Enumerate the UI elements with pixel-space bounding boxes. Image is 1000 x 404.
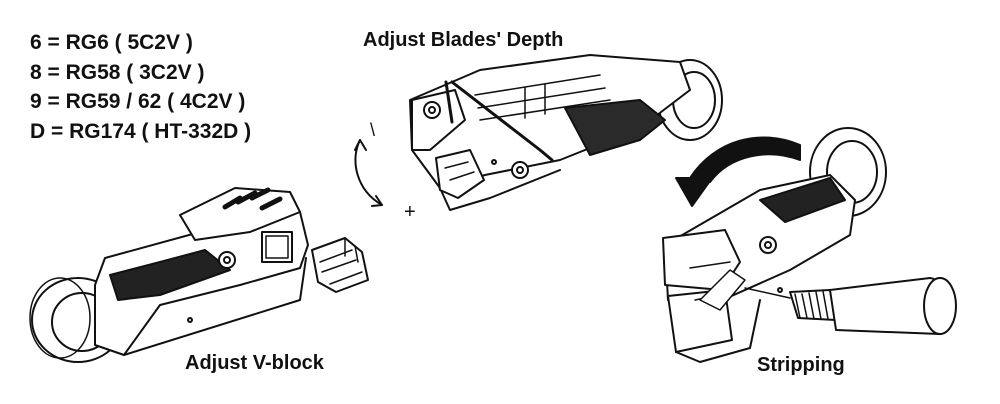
blade-depth-tool (354, 54, 723, 211)
legend-line-8: 8 = RG58 ( 3C2V ) (30, 60, 205, 84)
legend-line-6: 6 = RG6 ( 5C2V ) (30, 31, 193, 54)
caption-adjust-blades-depth: Adjust Blades' Depth (363, 29, 564, 51)
cable-size-legend: 6 = RG6 ( 5C2V ) 8 = RG58 ( 3C2V ) 9 = R… (30, 28, 251, 146)
legend-line-d: D = RG174 ( HT-332D ) (30, 119, 252, 143)
v-block-tool (29, 187, 369, 363)
legend-line-9: 9 = RG59 / 62 ( 4C2V ) (30, 90, 246, 113)
stripping-tool (662, 127, 957, 363)
plus-mark: + (404, 201, 416, 223)
minus-mark: \ (370, 120, 375, 140)
caption-stripping: Stripping (757, 354, 845, 376)
caption-adjust-v-block: Adjust V-block (185, 352, 324, 374)
